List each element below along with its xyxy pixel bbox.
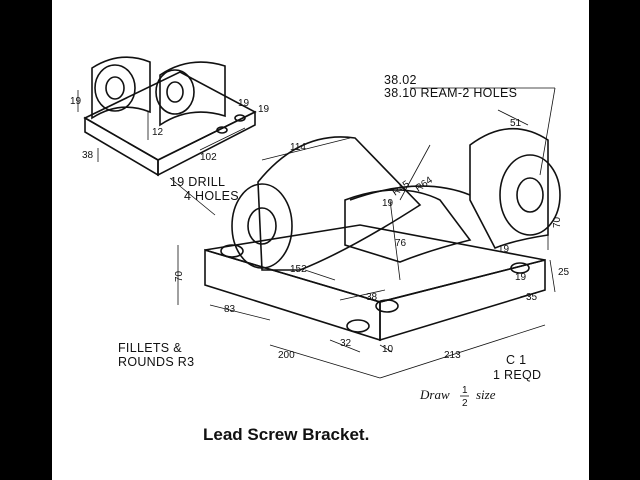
dim-51: 51 — [510, 118, 522, 129]
small-base-front — [84, 116, 159, 177]
small-bore-right — [166, 81, 184, 103]
notes: 38.02 38.10 REAM-2 HOLES 19 DRILL 4 HOLE… — [118, 73, 541, 409]
small-bore-left — [105, 76, 125, 100]
dim-213: 213 — [444, 350, 461, 361]
dim-114: 114 — [290, 142, 306, 153]
fillets-note-line1: FILLETS & — [118, 341, 182, 355]
dim-83: 83 — [224, 304, 236, 315]
ream-note-line2: 38.10 REAM-2 HOLES — [384, 86, 517, 100]
small-boss-left-face — [94, 64, 136, 112]
right-boss — [469, 127, 549, 250]
left-boss — [257, 136, 422, 271]
dim-152: 152 — [290, 264, 307, 275]
drill-note-line1: 19 DRILL — [170, 175, 225, 189]
right-boss-face — [499, 154, 561, 236]
drill-hole — [220, 244, 244, 258]
drill-hole — [510, 262, 530, 274]
dim-32: 32 — [340, 338, 352, 349]
dim-70-right: 70 — [552, 216, 563, 228]
small-view: 19 38 12 102 19 19 — [70, 56, 270, 177]
dim-10: 10 — [382, 344, 394, 355]
drawing-sheet — [52, 0, 589, 480]
small-drill-hole — [216, 126, 228, 134]
small-dim-19b: 19 — [258, 104, 270, 115]
small-dim-12: 12 — [152, 127, 164, 138]
dim-19-lower: 19 — [515, 272, 527, 283]
ream-note-line1: 38.02 — [384, 73, 417, 87]
drill-note-line2: 4 HOLES — [184, 189, 239, 203]
small-boss-right — [159, 61, 226, 127]
scale-suffix: size — [476, 387, 496, 402]
dim-70-left: 70 — [174, 270, 185, 282]
drill-hole — [375, 299, 399, 313]
small-base-side — [157, 110, 256, 177]
drill-hole — [346, 319, 370, 333]
dim-19-fillet: 19 — [382, 198, 394, 209]
small-dim-19: 19 — [70, 96, 82, 107]
small-dim-19a: 19 — [238, 98, 250, 109]
drawing-title: Lead Screw Bracket. — [203, 425, 369, 444]
small-dim-102: 102 — [200, 152, 217, 163]
dim-25: 25 — [558, 267, 570, 278]
main-view: 114 51 R45 R64 70 70 76 19 19 19 25 35 8… — [169, 87, 570, 379]
scale-denominator: 2 — [462, 398, 468, 409]
small-boss-left — [91, 56, 151, 120]
left-reamed-hole — [247, 207, 277, 245]
left-boss-face — [231, 183, 293, 269]
dim-38: 38 — [366, 292, 378, 303]
scale-numerator: 1 — [462, 385, 468, 396]
scale-prefix: Draw — [419, 387, 450, 402]
fillets-note-line2: ROUNDS R3 — [118, 355, 194, 369]
base-top-face — [204, 224, 546, 303]
dim-76: 76 — [395, 238, 407, 249]
dim-r45: R45 — [390, 179, 412, 199]
web-top-edge — [349, 185, 471, 201]
right-reamed-hole — [516, 177, 544, 213]
dim-r64: R64 — [413, 175, 435, 195]
dim-19-right: 19 — [498, 244, 510, 255]
quantity-required: 1 REQD — [493, 368, 541, 382]
part-number: C 1 — [506, 353, 526, 367]
small-drill-hole — [234, 114, 246, 122]
small-dim-38: 38 — [82, 150, 94, 161]
small-boss-right-face — [155, 69, 195, 115]
dim-200: 200 — [278, 350, 295, 361]
dim-35: 35 — [526, 292, 538, 303]
